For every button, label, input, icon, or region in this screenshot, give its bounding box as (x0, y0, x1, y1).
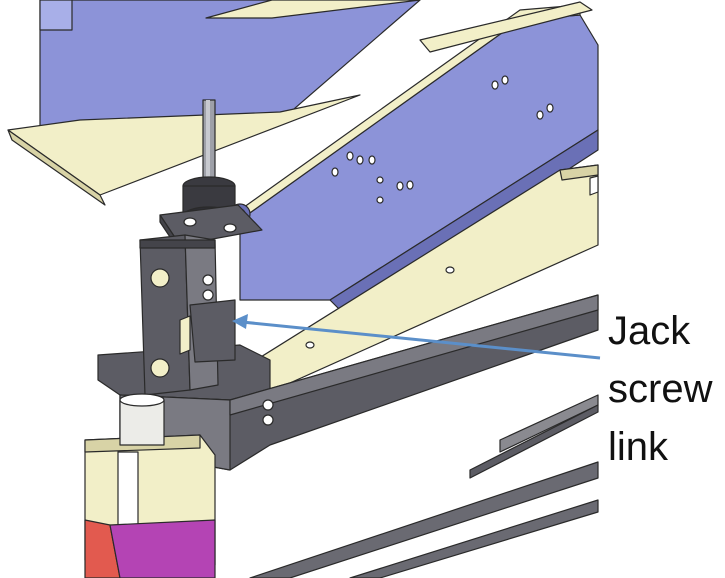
top-i-beam (7, 0, 421, 206)
callout-label-line-3: link (608, 425, 669, 469)
lower-rails (249, 394, 599, 578)
motor-base (84, 519, 216, 578)
link-plates (139, 234, 236, 396)
jack-screw-rod (202, 99, 216, 186)
jack-screw-clamp (159, 176, 263, 253)
callout-label-line-2: screw (608, 367, 713, 411)
callout-label-line-1: Jack (608, 309, 691, 353)
callout-arrow (232, 314, 601, 360)
fastener-holes (202, 75, 554, 426)
callout-label: Jack screw link (608, 302, 725, 476)
